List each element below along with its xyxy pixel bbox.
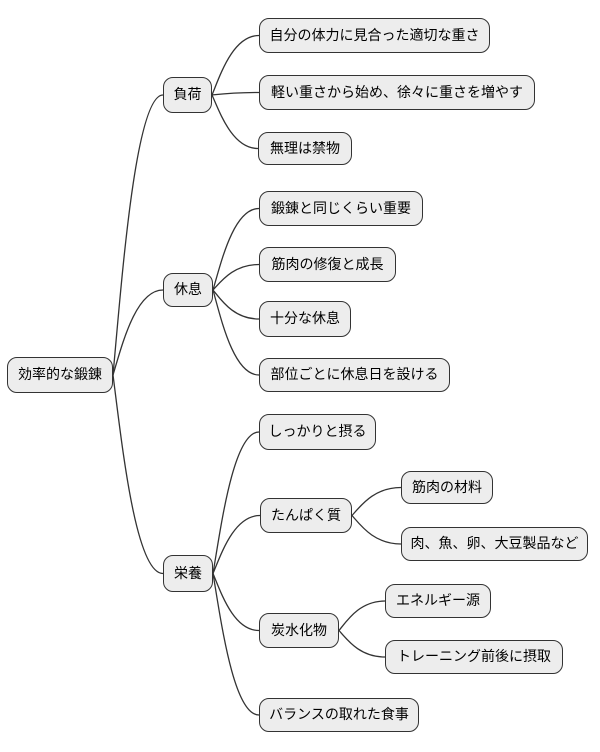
connector-nutrition-to-carbs bbox=[212, 572, 260, 632]
connector-load-to-load-3 bbox=[211, 94, 259, 150]
connector-protein-to-protein-2 bbox=[351, 514, 402, 545]
connector-carbs-to-carbs-2 bbox=[338, 629, 386, 658]
mindmap-node-protein-2: 肉、魚、卵、大豆製品など bbox=[401, 527, 588, 561]
connector-root-to-nutrition bbox=[112, 374, 164, 575]
connector-root-to-rest bbox=[112, 289, 164, 376]
connector-nutrition-to-nutrition-4 bbox=[212, 572, 260, 716]
mindmap-node-nutrition: 栄養 bbox=[163, 555, 213, 592]
mindmap-node-load-3: 無理は禁物 bbox=[258, 132, 352, 165]
mindmap-node-load-1: 自分の体力に見合った適切な重さ bbox=[259, 18, 490, 53]
mindmap-node-rest-3: 十分な休息 bbox=[259, 301, 351, 337]
mindmap-node-rest: 休息 bbox=[163, 273, 213, 307]
connector-carbs-to-carbs-1 bbox=[338, 600, 386, 632]
mindmap-node-rest-4: 部位ごとに休息日を設ける bbox=[259, 358, 450, 392]
mindmap-node-protein: たんぱく質 bbox=[260, 498, 352, 533]
connector-root-to-load bbox=[112, 94, 164, 376]
mindmap-node-rest-1: 鍛錬と同じくらい重要 bbox=[259, 191, 423, 226]
connector-load-to-load-2 bbox=[211, 91, 260, 96]
mindmap-node-carbs-2: トレーニング前後に摂取 bbox=[385, 640, 563, 674]
mindmap-node-load-2: 軽い重さから始め、徐々に重さを増やす bbox=[259, 75, 535, 110]
mindmap-node-nutrition-4: バランスの取れた食事 bbox=[259, 698, 419, 732]
connector-load-to-load-1 bbox=[211, 34, 260, 96]
connector-protein-to-protein-1 bbox=[351, 486, 402, 517]
mindmap-node-root: 効率的な鍛錬 bbox=[7, 357, 113, 393]
mindmap-node-rest-2: 筋肉の修復と成長 bbox=[259, 247, 396, 282]
mindmap-node-carbs: 炭水化物 bbox=[259, 613, 339, 648]
mindmap-node-carbs-1: エネルギー源 bbox=[385, 584, 491, 618]
mindmap-node-protein-1: 筋肉の材料 bbox=[401, 471, 493, 504]
connector-rest-to-rest-4 bbox=[212, 289, 260, 376]
connector-rest-to-rest-3 bbox=[212, 289, 260, 320]
mindmap-node-load: 負荷 bbox=[163, 77, 212, 113]
connector-rest-to-rest-1 bbox=[212, 207, 260, 291]
connector-nutrition-to-nutrition-1 bbox=[212, 431, 260, 575]
mindmap-node-nutrition-1: しっかりと摂る bbox=[259, 414, 376, 450]
connector-nutrition-to-protein bbox=[212, 514, 261, 575]
connector-rest-to-rest-2 bbox=[212, 263, 260, 291]
